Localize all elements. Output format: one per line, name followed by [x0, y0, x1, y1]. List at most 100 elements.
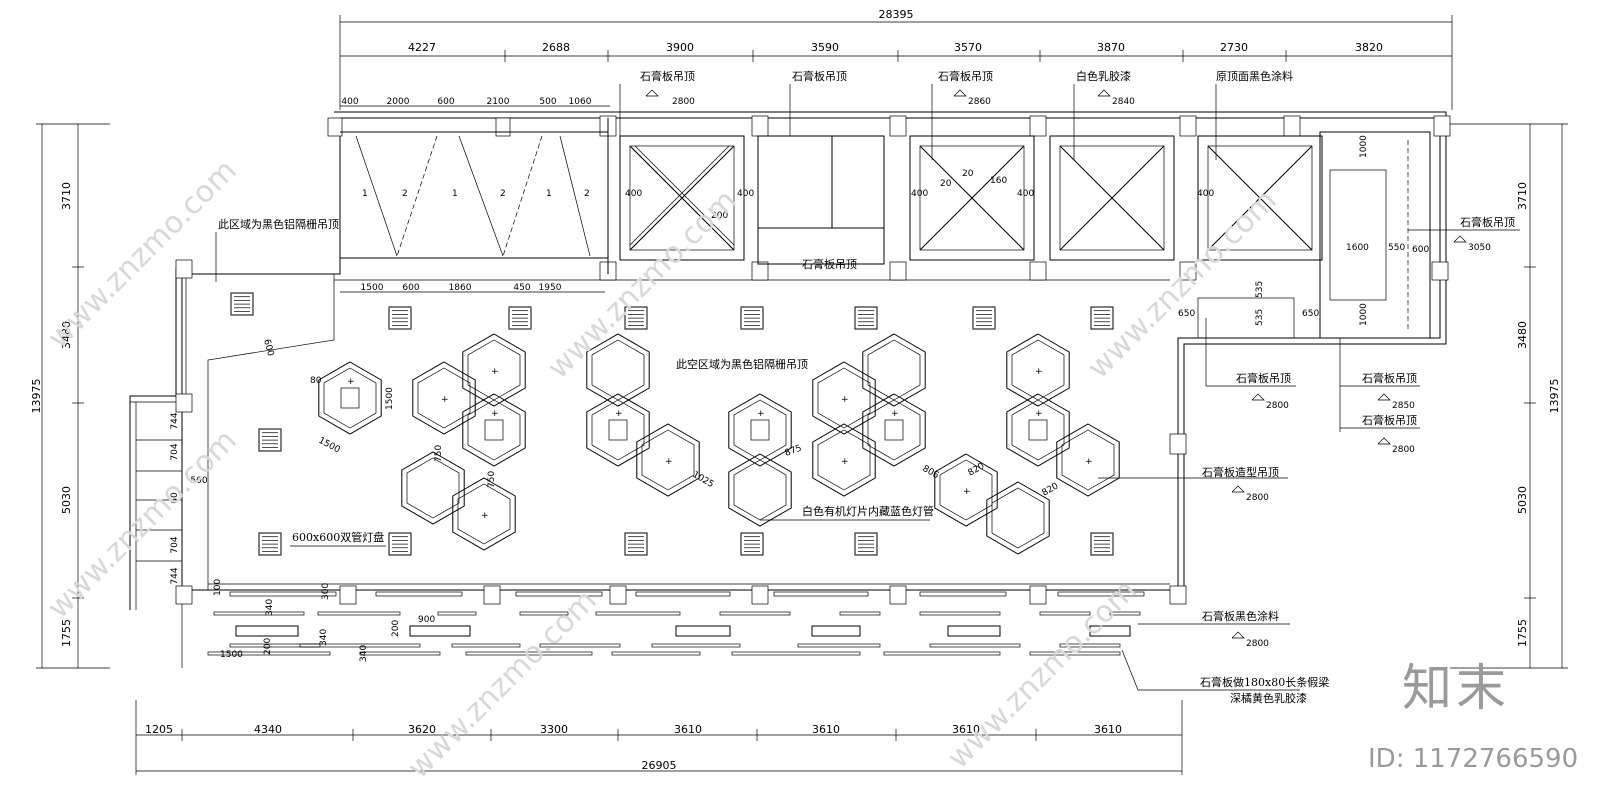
label-gypsum-3: 石膏板吊顶 — [938, 69, 993, 83]
hexagon-cell: + — [462, 393, 526, 467]
hexagon-cell: + — [586, 393, 650, 467]
dim-lower-2: 600 — [402, 283, 419, 293]
svg-text:2800: 2800 — [1246, 493, 1269, 503]
hexagon-cell: + — [412, 361, 476, 435]
dim-lower-1: 1500 — [361, 283, 384, 293]
svg-text:650: 650 — [1178, 309, 1195, 319]
fake-beam — [1029, 651, 1121, 656]
dim-bot-6: 3610 — [812, 723, 840, 736]
svg-text:806: 806 — [921, 464, 941, 481]
dim-bot-8: 3610 — [1094, 723, 1122, 736]
x-beam-rooms — [619, 131, 1431, 339]
grille-light-icon — [740, 306, 764, 330]
grille-light-icon — [854, 306, 878, 330]
fake-beam — [947, 625, 1001, 637]
svg-text:+: + — [615, 409, 623, 419]
dim-top-2: 2688 — [542, 41, 570, 54]
fake-beam — [229, 643, 321, 648]
fake-beam — [1089, 625, 1131, 637]
dim-lower-5: 1950 — [539, 283, 562, 293]
label-gypsum-r2: 石膏板吊顶 — [1362, 371, 1417, 385]
dim-bot-2: 4340 — [254, 723, 282, 736]
dim-top-6: 3870 — [1097, 41, 1125, 54]
dim-bot-3: 3620 — [408, 723, 436, 736]
fake-beam — [1057, 591, 1145, 597]
label-gypsum-1: 石膏板吊顶 — [640, 69, 695, 83]
label-gypsum-r1: 石膏板吊顶 — [1236, 371, 1291, 385]
grille-light-icon — [508, 306, 532, 330]
svg-text:1500: 1500 — [317, 436, 342, 456]
grille-light-icon — [1090, 532, 1114, 556]
label-black-grid-area: 此区域为黑色铝隔栅吊顶 — [218, 217, 339, 231]
fake-beam — [375, 591, 463, 597]
fake-beam — [207, 651, 331, 656]
svg-text:160: 160 — [990, 176, 1007, 186]
dim-left-small-5: 744 — [170, 567, 180, 584]
dim-left-3: 5030 — [60, 486, 73, 514]
label-acrylic-light: 白色有机灯片内藏蓝色灯管 — [802, 504, 934, 518]
dim-left-small-4: 704 — [170, 536, 180, 553]
svg-text:3050: 3050 — [1468, 243, 1491, 253]
dim-left-4: 1755 — [60, 619, 73, 647]
grille-light-icon — [388, 306, 412, 330]
dim-right-4: 1755 — [1516, 619, 1529, 647]
hexagon-cell — [986, 481, 1050, 555]
hexagon-cell: + — [812, 361, 876, 435]
fake-beam — [229, 591, 337, 597]
svg-text:650: 650 — [1302, 309, 1319, 319]
fake-beam — [651, 643, 741, 648]
panel-num-1b: 1 — [452, 189, 458, 199]
fake-beam — [929, 643, 1021, 648]
svg-text:+: + — [665, 457, 673, 467]
svg-text:400: 400 — [737, 189, 754, 199]
svg-text:+: + — [491, 409, 499, 419]
svg-text:+: + — [491, 367, 499, 377]
hexagon-cell: + — [636, 423, 700, 497]
fake-beam — [515, 591, 603, 597]
fake-beam — [797, 643, 881, 648]
fake-beam — [919, 611, 1001, 616]
dim-left-small-2: 704 — [170, 443, 180, 460]
svg-text:www.znzmo.com: www.znzmo.com — [401, 583, 604, 786]
grille-light-icon — [740, 532, 764, 556]
top-room-small-dims: 400 400 400 400 400 200 20 20 160 1000 1… — [261, 135, 1429, 358]
svg-text:400: 400 — [1197, 189, 1214, 199]
hexagon-cell — [401, 451, 465, 525]
svg-text:2860: 2860 — [968, 97, 991, 107]
dim-bot-5: 3610 — [674, 723, 702, 736]
panel-num-2a: 2 — [402, 189, 408, 199]
panel-num-2b: 2 — [500, 189, 506, 199]
svg-text:+: + — [1085, 457, 1093, 467]
hexagon-cell: + — [728, 393, 792, 467]
svg-text:+: + — [891, 409, 899, 419]
svg-text:+: + — [963, 487, 971, 497]
hexagon-cell: + — [862, 393, 926, 467]
hexagon-cell: + — [1006, 333, 1070, 407]
svg-text:300: 300 — [321, 583, 331, 600]
fake-beam — [675, 625, 731, 637]
top-dimensions: 28395 4227 2688 3900 3590 3570 3870 2730… — [339, 8, 1453, 293]
panel-num-1a: 1 — [362, 189, 368, 199]
grille-light-icon — [230, 292, 254, 316]
svg-text:750: 750 — [487, 471, 497, 488]
dim-bot-7: 3610 — [952, 723, 980, 736]
label-black-grid-void: 此空区域为黑色铝隔栅吊顶 — [676, 357, 808, 371]
svg-text:535: 535 — [1255, 309, 1265, 326]
fake-beam — [635, 591, 731, 597]
svg-text:100: 100 — [213, 579, 223, 596]
label-gypsum-2: 石膏板吊顶 — [792, 69, 847, 83]
svg-text:20: 20 — [940, 179, 952, 189]
fake-beam — [1109, 611, 1141, 616]
label-raw-black: 原顶面黑色涂料 — [1216, 69, 1293, 83]
hexagon-cell: + — [1056, 423, 1120, 497]
grille-light-icon — [624, 306, 648, 330]
fake-beam — [883, 651, 1001, 656]
dim-top-4: 3590 — [811, 41, 839, 54]
svg-text:1000: 1000 — [1359, 135, 1369, 158]
fake-beam — [811, 625, 861, 637]
dim-lower-4: 450 — [513, 283, 530, 293]
fake-beam — [235, 625, 299, 637]
grille-light-icon — [854, 532, 878, 556]
svg-text:900: 900 — [418, 615, 435, 625]
svg-text:+: + — [1035, 409, 1043, 419]
